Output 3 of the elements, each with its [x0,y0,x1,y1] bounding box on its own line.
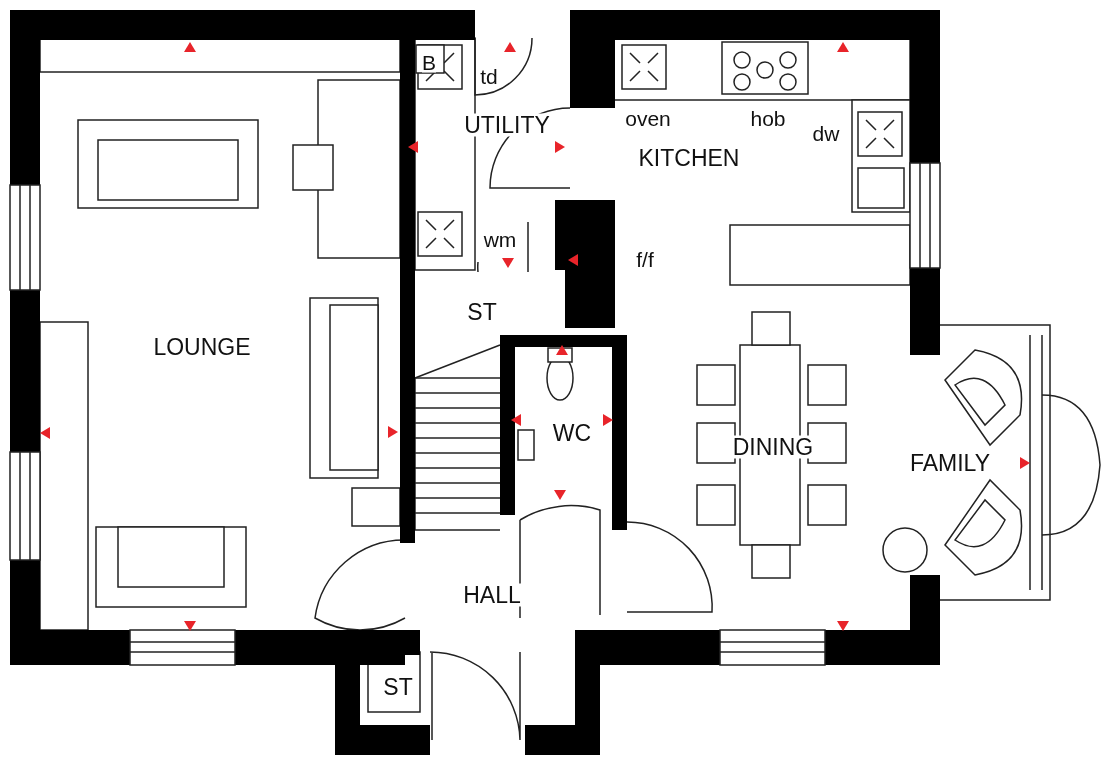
room-label: DINING [732,435,814,459]
room-label: UTILITY [464,113,550,137]
room-label: HALL [463,583,521,607]
